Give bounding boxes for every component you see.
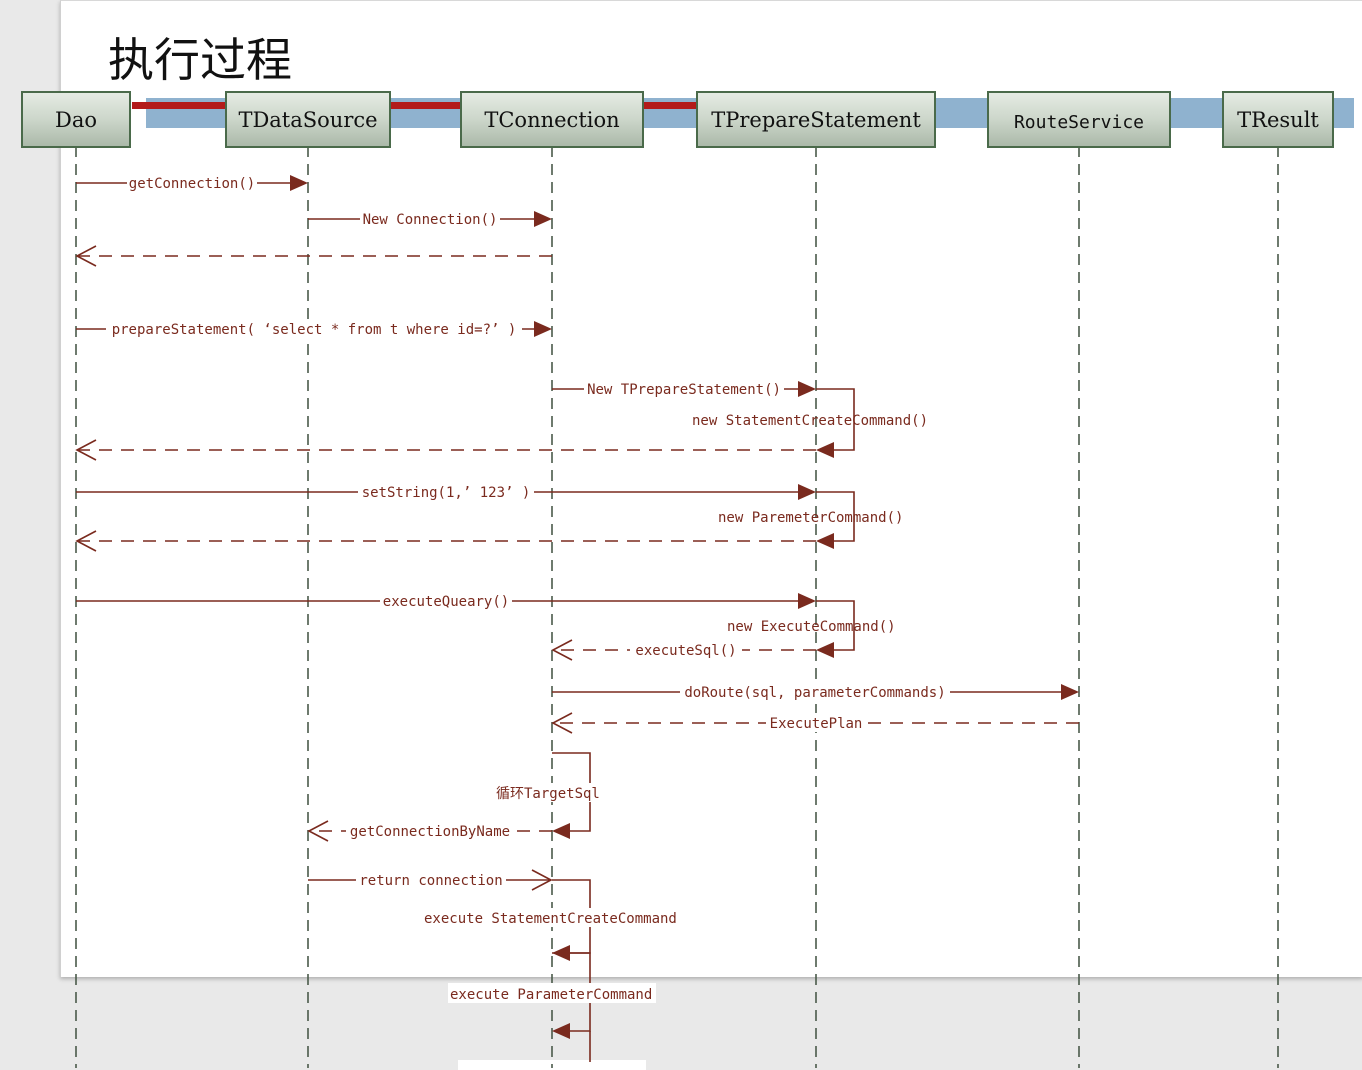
message-get-connection: getConnection() (76, 173, 308, 192)
message-label: executeSql() (635, 643, 736, 659)
message-return-connection: return connection (308, 869, 553, 891)
participant-label: Dao (55, 108, 97, 132)
message-label: return connection (359, 873, 502, 889)
message-label: executeQueary() (383, 594, 509, 610)
return-connection-to-dao (75, 245, 552, 267)
slide-title: 执行过程 (108, 33, 292, 87)
message-label: getConnection() (129, 176, 255, 192)
open-arrowhead-icon (551, 712, 573, 734)
slide-canvas (60, 0, 1362, 977)
participant-label: TConnection (484, 108, 619, 132)
self-call-execute-statement-create-command: execute StatementCreateCommand (422, 879, 684, 961)
self-call-execute-parameter-command: execute ParameterCommand (448, 952, 656, 1062)
arrowhead-icon (290, 175, 308, 191)
message-set-string: setString(1,’ 123’ ) (76, 482, 816, 501)
message-new-tpreparestatement: New TPrepareStatement() (552, 379, 816, 398)
participant-tdatasource[interactable]: TDataSource (225, 91, 391, 148)
open-arrowhead-icon (75, 245, 97, 267)
message-label: New TPrepareStatement() (587, 382, 781, 398)
message-get-connection-by-name: getConnectionByName (307, 820, 552, 842)
return-statement-to-dao (75, 439, 816, 461)
arrowhead-icon (552, 1023, 570, 1039)
message-prepare-statement: prepareStatement( ‘select * from t where… (76, 319, 552, 338)
self-call-new-paremeter-command: new ParemeterCommand() (718, 491, 903, 549)
participant-dao[interactable]: Dao (21, 91, 131, 148)
arrowhead-icon (816, 533, 834, 549)
return-setstring-to-dao (75, 530, 816, 552)
arrowhead-icon (552, 823, 570, 839)
participant-label: TPrepareStatement (711, 108, 921, 132)
open-arrowhead-icon (551, 639, 573, 661)
arrowhead-icon (816, 642, 834, 658)
message-label: prepareStatement( ‘select * from t where… (112, 322, 517, 338)
message-label: getConnectionByName (350, 824, 510, 840)
participant-tconnection[interactable]: TConnection (460, 91, 644, 148)
arrowhead-icon (534, 321, 552, 337)
message-label: ExecutePlan (770, 716, 863, 732)
message-new-connection: New Connection() (308, 209, 552, 228)
message-do-route: doRoute(sql, parameterCommands) (552, 682, 1079, 701)
message-label: execute StatementCreateCommand (424, 911, 677, 927)
participant-tresult[interactable]: TResult (1222, 91, 1334, 148)
participant-label: TResult (1237, 108, 1319, 132)
message-label: execute ParameterCommand (450, 987, 652, 1003)
open-arrowhead-icon (75, 439, 97, 461)
message-execute-queary: executeQueary() (76, 591, 816, 610)
lifelines (75, 146, 1279, 1068)
message-label: new ParemeterCommand() (718, 510, 903, 526)
open-arrowhead-icon (531, 869, 553, 891)
message-label: setString(1,’ 123’ ) (362, 485, 531, 501)
arrowhead-icon (534, 211, 552, 227)
self-call-loop-target-sql: 循环TargetSql (494, 752, 612, 839)
message-label: New Connection() (363, 212, 498, 228)
arrowhead-icon (798, 484, 816, 500)
return-execute-plan: ExecutePlan (551, 712, 1079, 734)
participant-tpreparestatement[interactable]: TPrepareStatement (696, 91, 936, 148)
participant-routeservice[interactable]: RouteService (987, 91, 1171, 148)
open-arrowhead-icon (75, 530, 97, 552)
message-label: new ExecuteCommand() (727, 619, 896, 635)
header-band-red (132, 102, 696, 109)
participant-label: TDataSource (238, 108, 377, 132)
message-label: doRoute(sql, parameterCommands) (684, 685, 945, 701)
arrowhead-icon (798, 593, 816, 609)
arrowhead-icon (1061, 684, 1079, 700)
message-label: new StatementCreateCommand() (692, 413, 928, 429)
arrowhead-icon (816, 442, 834, 458)
message-execute-sql: executeSql() (551, 639, 816, 661)
self-call-new-statement-create-command: new StatementCreateCommand() (692, 388, 928, 458)
arrowhead-icon (798, 381, 816, 397)
message-label: 循环TargetSql (496, 786, 600, 802)
participant-label: RouteService (1014, 112, 1144, 133)
open-arrowhead-icon (307, 820, 329, 842)
self-call-new-execute-command: new ExecuteCommand() (727, 600, 896, 658)
